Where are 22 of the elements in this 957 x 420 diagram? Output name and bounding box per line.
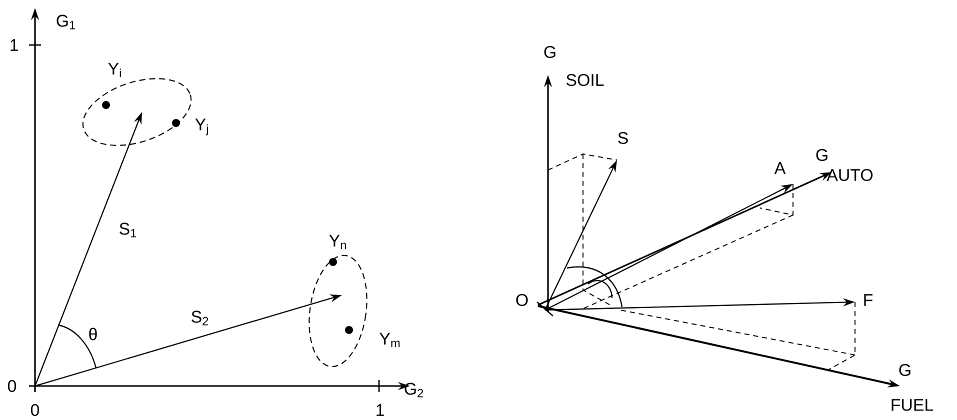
vector-label: S$_{1}$ (120, 222, 136, 238)
origin-label: O (516, 294, 528, 306)
vector-label: S$_{2}$ (192, 310, 208, 326)
axis-label: G$_{1}$ (56, 14, 76, 30)
tick-label: 0 (30, 404, 40, 416)
tick-label: 1 (376, 404, 384, 416)
point-label: Y$_{m}$ (380, 332, 400, 348)
axis-label: G (899, 364, 910, 376)
axis-label: FUEL (892, 399, 934, 411)
point-label: Y$_{i}$ (108, 62, 121, 78)
axis-label: SOIL (566, 74, 604, 86)
axis-label: AUTO (826, 169, 873, 181)
vector-label: F (864, 294, 872, 306)
angle-label: θ (89, 328, 97, 340)
vector-label: S (618, 132, 628, 144)
axis-label: G (544, 46, 556, 58)
tick-label: 0 (8, 380, 16, 392)
axis-label: G (816, 149, 828, 161)
tick-label: 1 (10, 39, 18, 51)
point-label: Y$_{n}$ (329, 234, 346, 250)
point-label: Y$_{j}$ (195, 118, 208, 136)
vector-label: A (774, 162, 786, 174)
